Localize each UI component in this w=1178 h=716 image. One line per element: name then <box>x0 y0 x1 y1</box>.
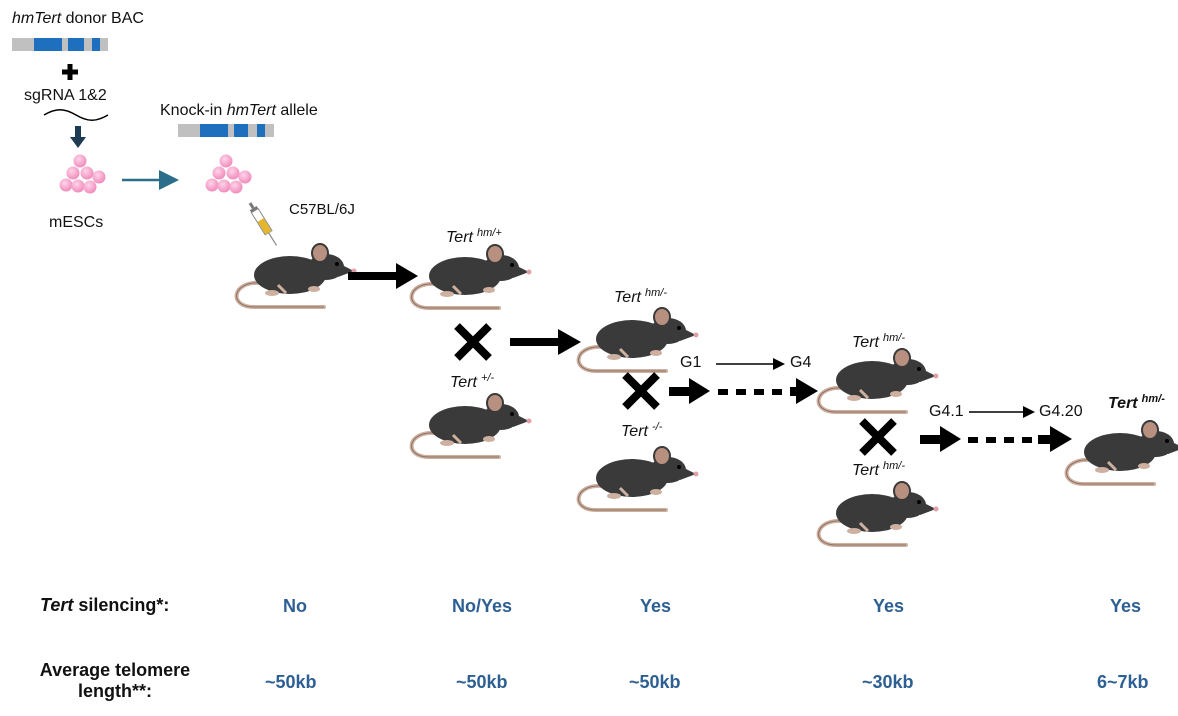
cross-icon <box>457 326 489 358</box>
tert-word: Tert <box>446 229 473 246</box>
telomere-value: ~50kb <box>265 672 317 692</box>
silencing-value: Yes <box>1110 596 1142 616</box>
sgrna-wave-icon <box>43 109 109 121</box>
tert-ko-mouse-icon <box>576 445 701 512</box>
g4-partner-tert-hm-minus-mouse-icon <box>816 480 941 547</box>
donor-bac-gene-bar <box>12 38 108 51</box>
donor-gene-name: hmTert <box>12 10 62 27</box>
generation-g420: G4.20 <box>1039 403 1083 420</box>
genotype-superscript: +/- <box>480 372 495 384</box>
mesc-cluster-icon <box>59 154 106 194</box>
sgrna-label: sgRNA 1&2 <box>24 87 107 104</box>
g420-tert-hm-minus-mouse-icon <box>1064 419 1178 486</box>
tert-word: Tert <box>621 423 648 440</box>
dotted-thick-arrow <box>920 426 1072 452</box>
generation-g1: G1 <box>680 354 702 371</box>
genotype-superscript: hm/- <box>882 460 905 472</box>
genotype-superscript: -/- <box>651 421 663 433</box>
silencing-value: No <box>283 596 307 616</box>
telomere-value: ~50kb <box>629 672 681 692</box>
silencing-value: No/Yes <box>452 596 513 616</box>
knockin-allele-label: Knock-in hmTert allele <box>160 103 318 119</box>
knockin-allele-gene-bar <box>178 124 274 137</box>
tert-word: Tert <box>1108 395 1138 412</box>
dotted-thick-arrow <box>669 378 818 404</box>
silencing-value: Yes <box>873 596 905 616</box>
silencing-text: silencing*: <box>78 595 170 615</box>
tert-hm-plus-mouse-icon <box>409 243 534 310</box>
plus-icon <box>62 64 78 80</box>
genotype-superscript: hm/- <box>644 287 667 299</box>
donor-bac-label: hmTert donor BAC <box>12 11 144 27</box>
down-arrow-icon <box>70 126 86 148</box>
telomere-value: ~50kb <box>456 672 508 692</box>
g4-tert-hm-minus-mouse-icon <box>816 347 941 414</box>
generation-g41: G4.1 <box>929 403 964 420</box>
tert-word: Tert <box>852 334 879 351</box>
knockin-gene-name: hmTert <box>226 102 276 119</box>
strain-label: C57BL/6J <box>289 201 355 218</box>
tert-word: Tert <box>614 289 641 306</box>
thick-arrow <box>510 329 581 355</box>
knockin-mesc-cluster-icon <box>205 154 252 194</box>
generation-g4: G4 <box>790 354 812 371</box>
telomere-value: ~30kb <box>862 672 914 692</box>
tert-word: Tert <box>450 374 477 391</box>
telomere-value: 6~7kb <box>1097 672 1149 692</box>
knockin-suffix: allele <box>280 102 318 119</box>
telomere-label-line2: length**: <box>78 681 152 701</box>
tert-het-mouse-icon <box>409 392 534 459</box>
cross-icon <box>625 375 657 407</box>
genotype-label-tert-het: Tert+/- <box>450 372 495 391</box>
mescs-label: mESCs <box>49 214 104 231</box>
founder-mouse-icon <box>234 242 359 309</box>
syringe-icon <box>248 202 278 246</box>
genotype-superscript: hm/- <box>882 332 905 344</box>
knockin-prefix: Knock-in <box>160 102 223 119</box>
silencing-value: Yes <box>640 596 672 616</box>
silencing-row-label: Tert silencing*: <box>40 596 169 614</box>
telomere-label-line1: Average telomere <box>39 660 191 680</box>
donor-bac-text: donor BAC <box>65 10 144 27</box>
thick-arrow <box>348 263 418 289</box>
cross-icon <box>862 421 894 453</box>
genotype-superscript: hm/- <box>1141 393 1165 405</box>
genotype-label-tert-ko: Tert-/- <box>621 421 663 440</box>
genotype-superscript: hm/+ <box>476 227 502 239</box>
silencing-gene-name: Tert <box>40 595 74 615</box>
tert-word: Tert <box>852 462 879 479</box>
